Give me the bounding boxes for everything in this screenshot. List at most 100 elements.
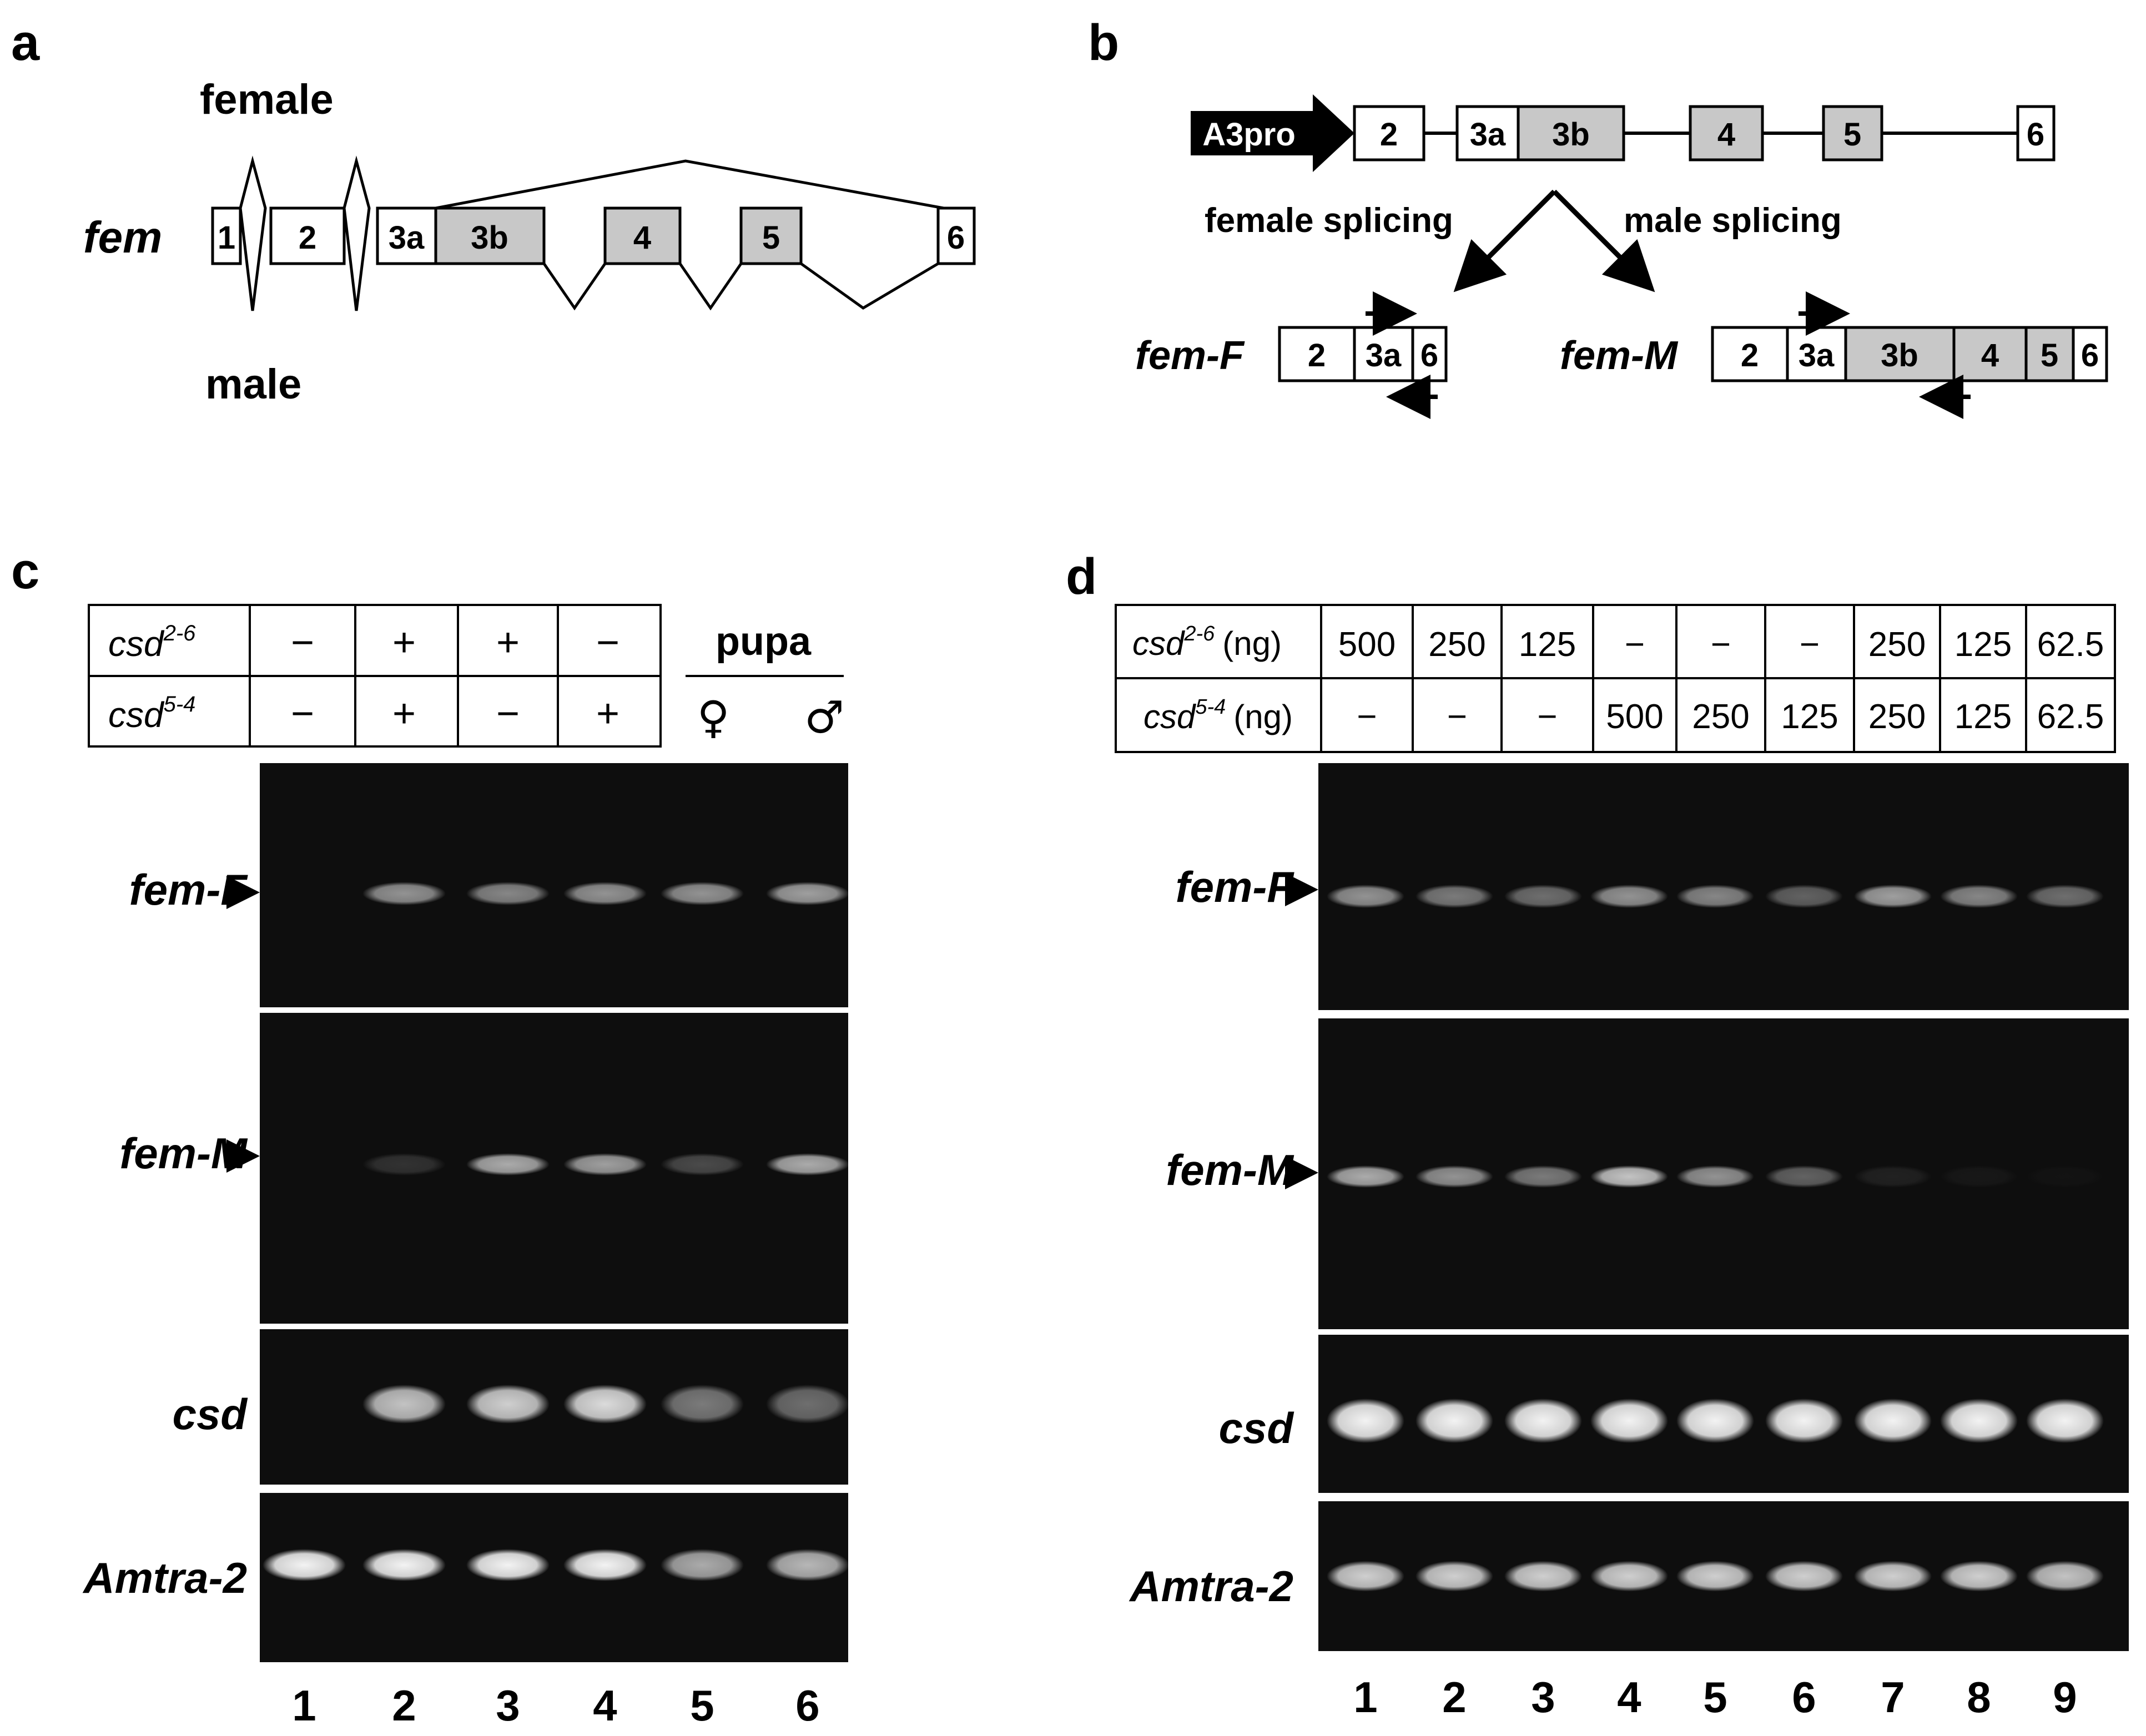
female-splice-line xyxy=(435,159,944,210)
lane-number: 3 xyxy=(1531,1673,1555,1722)
table-cell: − xyxy=(291,620,314,665)
gel-band xyxy=(2026,1165,2104,1188)
table-cell: 250 xyxy=(1868,698,1926,736)
femF-exon-6-label: 6 xyxy=(1420,337,1438,374)
lane-number: 6 xyxy=(795,1681,819,1730)
panel-d-letter: d xyxy=(1066,548,1097,605)
panel-b: b A3pro 2 3a 3b 4 5 6 female splicing ma… xyxy=(1088,14,2108,419)
b-exon-4 xyxy=(1689,105,1764,162)
female-splicing-arrow xyxy=(1453,189,1556,292)
gel-label-csd: csd xyxy=(173,1390,248,1439)
exon-3b xyxy=(434,206,546,265)
exon-3b-label: 3b xyxy=(471,220,508,256)
panel-b-letter: b xyxy=(1088,14,1119,71)
exon-4 xyxy=(603,206,682,265)
label-male: male xyxy=(205,361,301,408)
femM-exon-5-label: 5 xyxy=(2041,337,2058,374)
gel-band xyxy=(1676,1561,1754,1592)
gel-band xyxy=(1415,885,1493,908)
gel-band xyxy=(1327,885,1404,908)
lane-number: 6 xyxy=(1792,1673,1816,1722)
gel-band xyxy=(466,1549,550,1581)
b-exon-5 xyxy=(1822,105,1883,162)
lane-number: 1 xyxy=(1353,1673,1377,1722)
femM-exon-4 xyxy=(1952,326,2028,382)
table-cell: − xyxy=(1447,698,1467,736)
exon-5 xyxy=(739,206,803,265)
b-exon-2-label: 2 xyxy=(1380,117,1398,153)
femM-exon-3a xyxy=(1786,326,1847,382)
femM-exon-5 xyxy=(2024,326,2075,382)
gel-band xyxy=(466,882,550,905)
femM-exon-6 xyxy=(2072,326,2108,382)
table-cell: − xyxy=(1800,625,1820,664)
gel-band xyxy=(1504,1561,1582,1592)
gel-band xyxy=(362,1385,446,1424)
gel-band xyxy=(1940,885,2018,908)
lane-number: 2 xyxy=(392,1681,416,1730)
gel-band xyxy=(1327,1561,1404,1592)
b-exon-3b xyxy=(1517,105,1625,162)
femM-exon-4-label: 4 xyxy=(1981,337,1999,374)
female-splice-junction-1 xyxy=(239,155,267,311)
gel-band xyxy=(661,1385,744,1424)
femF-transcript-label: fem-F xyxy=(1135,334,1245,378)
b-exon-5-label: 5 xyxy=(1843,117,1861,153)
femM-exon-3b xyxy=(1844,326,1956,382)
female-splicing-label: female splicing xyxy=(1205,201,1453,240)
gel-band xyxy=(1676,1399,1754,1443)
gel-band xyxy=(1765,1561,1843,1592)
gel-band xyxy=(1765,1165,1843,1188)
table-cell: − xyxy=(596,620,619,665)
gel-label-csd: csd xyxy=(1219,1404,1294,1452)
table-cell: + xyxy=(596,692,619,736)
gel-label-fem-M: fem-M xyxy=(1166,1145,1294,1194)
gel-csd xyxy=(260,1329,848,1485)
female-symbol: ♀ xyxy=(697,692,730,743)
exon-3a xyxy=(376,206,437,265)
exon-5-label: 5 xyxy=(762,220,780,256)
pupa-label: pupa xyxy=(716,619,812,664)
lane-number: 8 xyxy=(1967,1673,1991,1722)
gel-band xyxy=(1854,1561,1932,1592)
c-row2-label: csd5-4 xyxy=(108,692,195,735)
lane-number: 5 xyxy=(1703,1673,1727,1722)
promoter-arrow xyxy=(1191,94,1354,172)
panel-c-letter: c xyxy=(11,543,39,599)
table-cell: 250 xyxy=(1428,625,1485,664)
gel-band xyxy=(661,1549,744,1581)
gel-band xyxy=(1854,1165,1932,1188)
table-cell: 250 xyxy=(1692,698,1749,736)
gel-band xyxy=(1327,1165,1404,1188)
b-exon-3a-label: 3a xyxy=(1470,117,1506,153)
gel-band xyxy=(1415,1165,1493,1188)
table-cell: − xyxy=(1357,698,1377,736)
panel-a: a female male fem 1 2 3a 3b 4 5 6 xyxy=(11,14,976,408)
gel-label-fem-F: fem-F xyxy=(129,865,249,914)
lane-number: 7 xyxy=(1881,1673,1905,1722)
gel-band xyxy=(362,1549,446,1581)
male-splicing-arrow xyxy=(1552,189,1655,292)
gel-band xyxy=(766,882,849,905)
table-cell: 62.5 xyxy=(2037,698,2104,736)
gel-band xyxy=(766,1153,849,1175)
table-cell: − xyxy=(1711,625,1731,664)
gel-band xyxy=(1415,1561,1493,1592)
gel-band xyxy=(766,1385,849,1424)
gel-fem-M xyxy=(260,1013,848,1324)
gel-band xyxy=(2026,885,2104,908)
gel-band xyxy=(1765,885,1843,908)
female-splice-junction-2 xyxy=(342,155,371,311)
lane-number: 1 xyxy=(292,1681,316,1730)
table-cell: 125 xyxy=(1954,625,2012,664)
gel-band xyxy=(661,1153,744,1175)
gel-band xyxy=(563,1549,647,1581)
femF-exon-2-label: 2 xyxy=(1308,337,1326,374)
b-exon-6-label: 6 xyxy=(2027,117,2044,153)
c-row2-values: −+−+ xyxy=(291,692,619,736)
lane-number: 5 xyxy=(690,1681,714,1730)
